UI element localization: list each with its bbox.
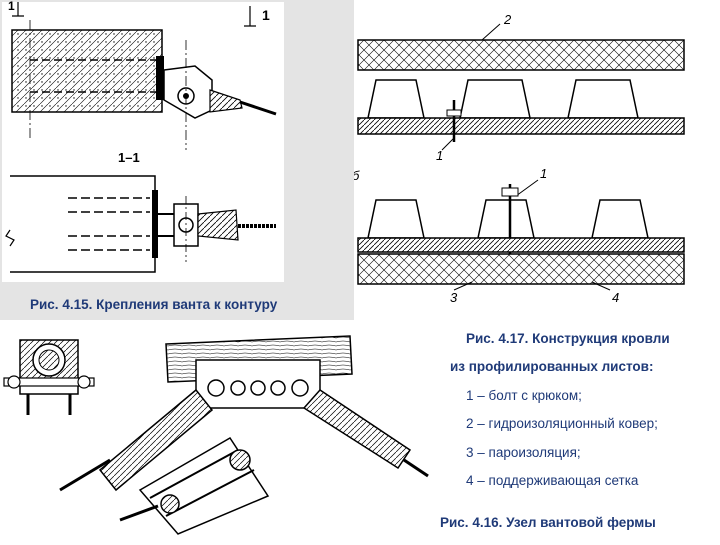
label-3: 3 (450, 290, 458, 305)
concrete-beam (11, 29, 163, 113)
section-marker-left: 1 (8, 0, 15, 13)
break-line (5, 229, 15, 247)
profiled-sheet-bottom (367, 199, 649, 239)
lower-clamp (119, 436, 270, 535)
profiled-sheet-top (367, 79, 639, 119)
leader-1-bottom (515, 179, 539, 197)
right-cable (403, 458, 429, 478)
figure-4-15: 1 1 1–1 Рис. 4.15. Крепления ванта к кон… (0, 0, 354, 320)
leader-1-top (441, 137, 455, 151)
legend-item-2: 2 – гидроизоляционный ковер; (466, 416, 658, 431)
vapour-barrier-top (357, 117, 685, 135)
section-arrow-left (12, 2, 24, 17)
section-socket (197, 209, 239, 241)
label-4: 4 (612, 290, 619, 305)
figure-4-17-drawing: 2 1 б 1 3 4 (352, 12, 685, 305)
leader-4 (591, 281, 611, 291)
leader-3 (453, 281, 473, 291)
figure-4-17: 2 1 б 1 3 4 (352, 0, 720, 320)
right-strut (302, 389, 412, 470)
figure-4-16-caption: Рис. 4.16. Узел вантовой фермы (440, 515, 656, 530)
left-cable (59, 458, 111, 492)
figure-4-16 (0, 320, 430, 540)
end-plate (156, 56, 164, 100)
figure-4-17-caption-line2: из профилированных листов: (450, 359, 654, 374)
nut-top (446, 109, 462, 117)
leader-2 (481, 23, 501, 41)
left-strut (98, 388, 214, 492)
figure-4-15-drawing: 1 1 1–1 (2, 0, 284, 282)
label-b-marker: б (354, 168, 360, 183)
figure-4-15-caption: Рис. 4.15. Крепления ванта к контуру (30, 297, 278, 312)
section-label: 1–1 (118, 150, 140, 165)
section-lugs (158, 213, 176, 237)
section-plate (152, 190, 158, 258)
nut-bottom (501, 187, 519, 197)
embedded-rods (30, 59, 158, 93)
vapour-barrier-bottom (357, 237, 685, 253)
figure-4-17-caption-line1: Рис. 4.17. Конструкция кровли (466, 331, 670, 346)
label-1-bottom: 1 (540, 166, 547, 181)
section-rods (68, 197, 150, 251)
cable-socket (209, 89, 243, 113)
node-bolts (207, 379, 309, 397)
legend-item-1: 1 – болт с крюком; (466, 388, 582, 403)
insulation-layer-bottom (357, 253, 685, 285)
cable (239, 100, 277, 116)
legend-item-3: 3 – пароизоляция; (466, 445, 581, 460)
label-2: 2 (503, 12, 512, 27)
insulation-layer-top (357, 39, 685, 71)
section-arrow-right (244, 6, 256, 27)
label-1-top: 1 (436, 148, 443, 163)
clamp-detail (3, 339, 95, 415)
section-marker-right: 1 (262, 7, 270, 23)
legend-item-4: 4 – поддерживающая сетка (466, 473, 639, 488)
figure-4-16-drawing (3, 335, 429, 535)
